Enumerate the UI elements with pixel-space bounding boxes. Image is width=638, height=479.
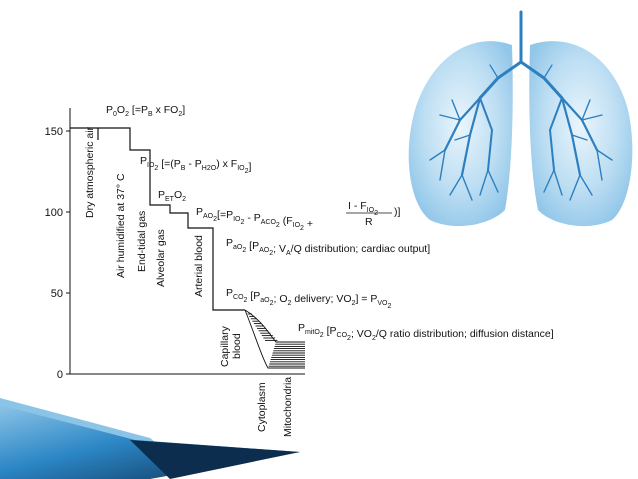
stage-labels: Dry atmospheric air Air humidified at 37… — [84, 126, 294, 437]
y-axis-ticks: 150 100 50 0 — [45, 126, 70, 381]
bronchial-tree — [429, 10, 613, 201]
y-tick-label: 50 — [51, 288, 63, 300]
eq-po2: P0O2 [=PB x FO2] — [106, 104, 185, 118]
stage-capillary-blood-2: blood — [231, 333, 243, 359]
eq-fraction-denominator: R — [365, 216, 373, 228]
stage-arterial-blood: Arterial blood — [193, 235, 205, 297]
y-tick-label: 100 — [45, 207, 63, 219]
eq-fraction-close: )] — [394, 206, 400, 218]
eq-pao2-alveolar: PAO2[=PIO2 - PACO2 (FIO2 + — [196, 206, 313, 232]
lungs-illustration — [408, 10, 633, 227]
banner-dark-tip — [130, 440, 300, 479]
eq-peto2: PETO2 — [158, 189, 186, 203]
corner-banner — [0, 398, 300, 479]
right-lung — [529, 41, 633, 227]
left-lung — [408, 41, 513, 227]
eq-fraction-numerator: I - FIO2 — [348, 200, 378, 217]
stage-capillary-blood-1: Capillary — [219, 325, 231, 367]
y-axis — [69, 108, 305, 375]
stage-cytoplasm: Cytoplasm — [256, 382, 268, 432]
capillary-mitochondria-gradient — [244, 309, 305, 369]
po2-cascade-curve — [70, 127, 245, 311]
stage-alveolar-gas: Alveolar gas — [155, 229, 167, 287]
stage-mitochondria: Mitochondria — [282, 377, 294, 437]
eq-pao2-arterial: PaO2 [PAO2; VA/Q distribution; cardiac o… — [226, 237, 430, 257]
banner-light-stripe — [0, 398, 160, 446]
stage-end-tidal-gas: End-tidal gas — [136, 211, 148, 272]
y-tick-label: 0 — [57, 369, 63, 381]
stage-dry-air: Dry atmospheric air — [84, 126, 96, 218]
y-tick-label: 150 — [45, 126, 63, 138]
equations: P0O2 [=PB x FO2] PIO2 [=(PB - PH2O) x FI… — [106, 104, 554, 342]
eq-pco2: PCO2 [PaO2; O2 delivery; VO2] = PVO2 — [226, 287, 391, 310]
eq-pio2: PIO2 [=(PB - PH2O) x FIO2] — [140, 155, 252, 175]
stage-humidified-air: Air humidified at 37° C — [115, 173, 127, 278]
eq-pmito2: PmitO2 [PCO2; VO2/Q ratio distribution; … — [298, 322, 554, 342]
